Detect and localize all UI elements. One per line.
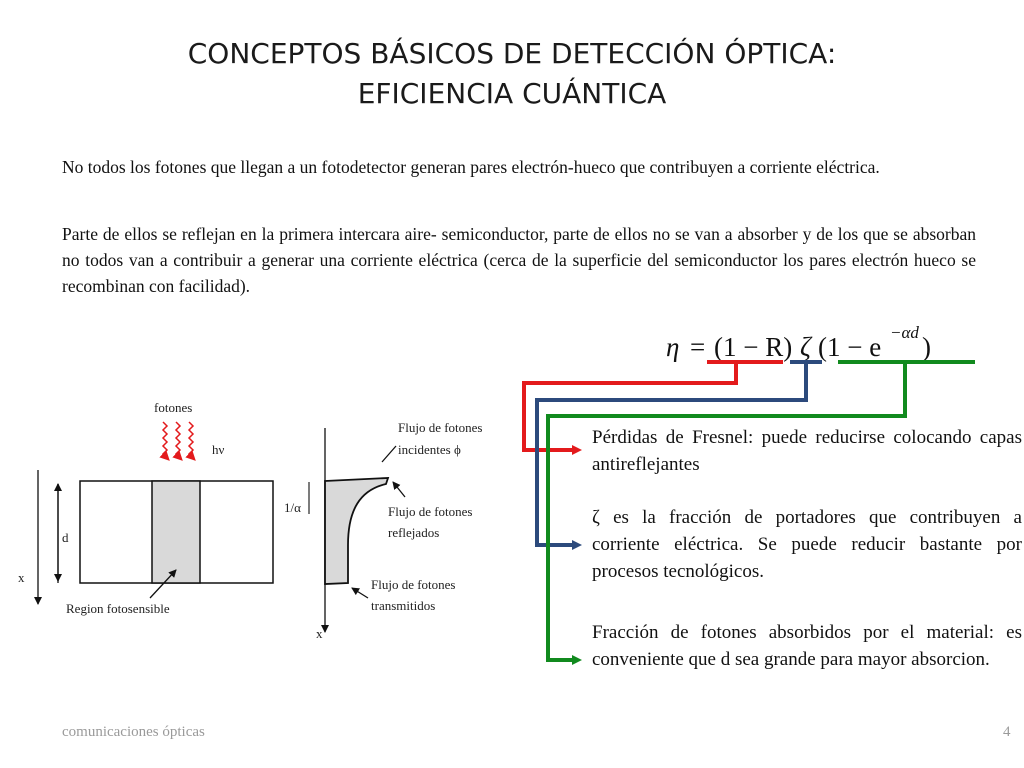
title-line-2: EFICIENCIA CUÁNTICA [357, 77, 667, 110]
reflected-pointer [392, 481, 406, 498]
hv-label: hν [212, 442, 225, 457]
connector-zeta [535, 364, 808, 550]
d-label: d [62, 530, 69, 545]
region-pointer [149, 569, 177, 599]
x-label-right: x [316, 626, 323, 641]
footer-course-name: comunicaciones ópticas [62, 724, 205, 740]
connector-fresnel [522, 364, 738, 455]
formula-zeta: ζ [800, 332, 813, 362]
formula-exponent: −αd [890, 323, 919, 342]
description-fresnel: Pérdidas de Fresnel: puede reducirse col… [592, 427, 1022, 475]
reflected-flux-label-1: Flujo de fotones [388, 504, 473, 519]
photon-wave-icon [159, 421, 170, 461]
incident-pointer [381, 445, 397, 463]
reflected-flux-label-2: reflejados [388, 525, 439, 540]
photon-wave-icon [185, 421, 196, 461]
region-label: Region fotosensible [66, 601, 170, 616]
paragraph-losses: Parte de ellos se reflejan en la primera… [62, 224, 976, 296]
photosensitive-region [151, 480, 201, 584]
formula-factor-absorption: (1 − e [818, 332, 881, 362]
flux-profile [324, 477, 390, 585]
x-label-left: x [18, 570, 25, 585]
formula-close: ) [922, 332, 931, 362]
formula-eta: η [666, 332, 679, 362]
quantum-efficiency-formula: η = (1 − R) ζ (1 − e −αd ) [666, 323, 931, 362]
description-absorption: Fracción de fotones absorbidos por el ma… [592, 622, 1022, 670]
paragraph-intro: No todos los fotones que llegan a un fot… [62, 157, 880, 177]
photon-flux-diagram: 1/α x Flujo de fotones incidentes ϕ Fluj… [284, 420, 483, 641]
photons-label: fotones [154, 400, 192, 415]
transmitted-flux-label-2: transmitidos [371, 598, 435, 613]
transmitted-pointer [351, 587, 369, 599]
photon-wave-icon [172, 421, 183, 461]
incident-flux-label-2: incidentes ϕ [398, 442, 461, 457]
photodetector-diagram: fotones hν d x Region fotosensible [18, 400, 274, 616]
formula-equals: = [690, 332, 705, 362]
slide-title: CONCEPTOS BÁSICOS DE DETECCIÓN ÓPTICA: E… [0, 34, 1024, 114]
inv-alpha-label: 1/α [284, 500, 301, 515]
description-zeta: ζ es la fracción de portadores que contr… [592, 507, 1022, 582]
title-line-1: CONCEPTOS BÁSICOS DE DETECCIÓN ÓPTICA: [187, 37, 837, 70]
footer-page-number: 4 [1003, 724, 1011, 740]
incident-flux-label-1: Flujo de fotones [398, 420, 483, 435]
transmitted-flux-label-1: Flujo de fotones [371, 577, 456, 592]
connector-absorption [546, 364, 907, 665]
formula-factor-reflection: (1 − R) [714, 332, 792, 362]
